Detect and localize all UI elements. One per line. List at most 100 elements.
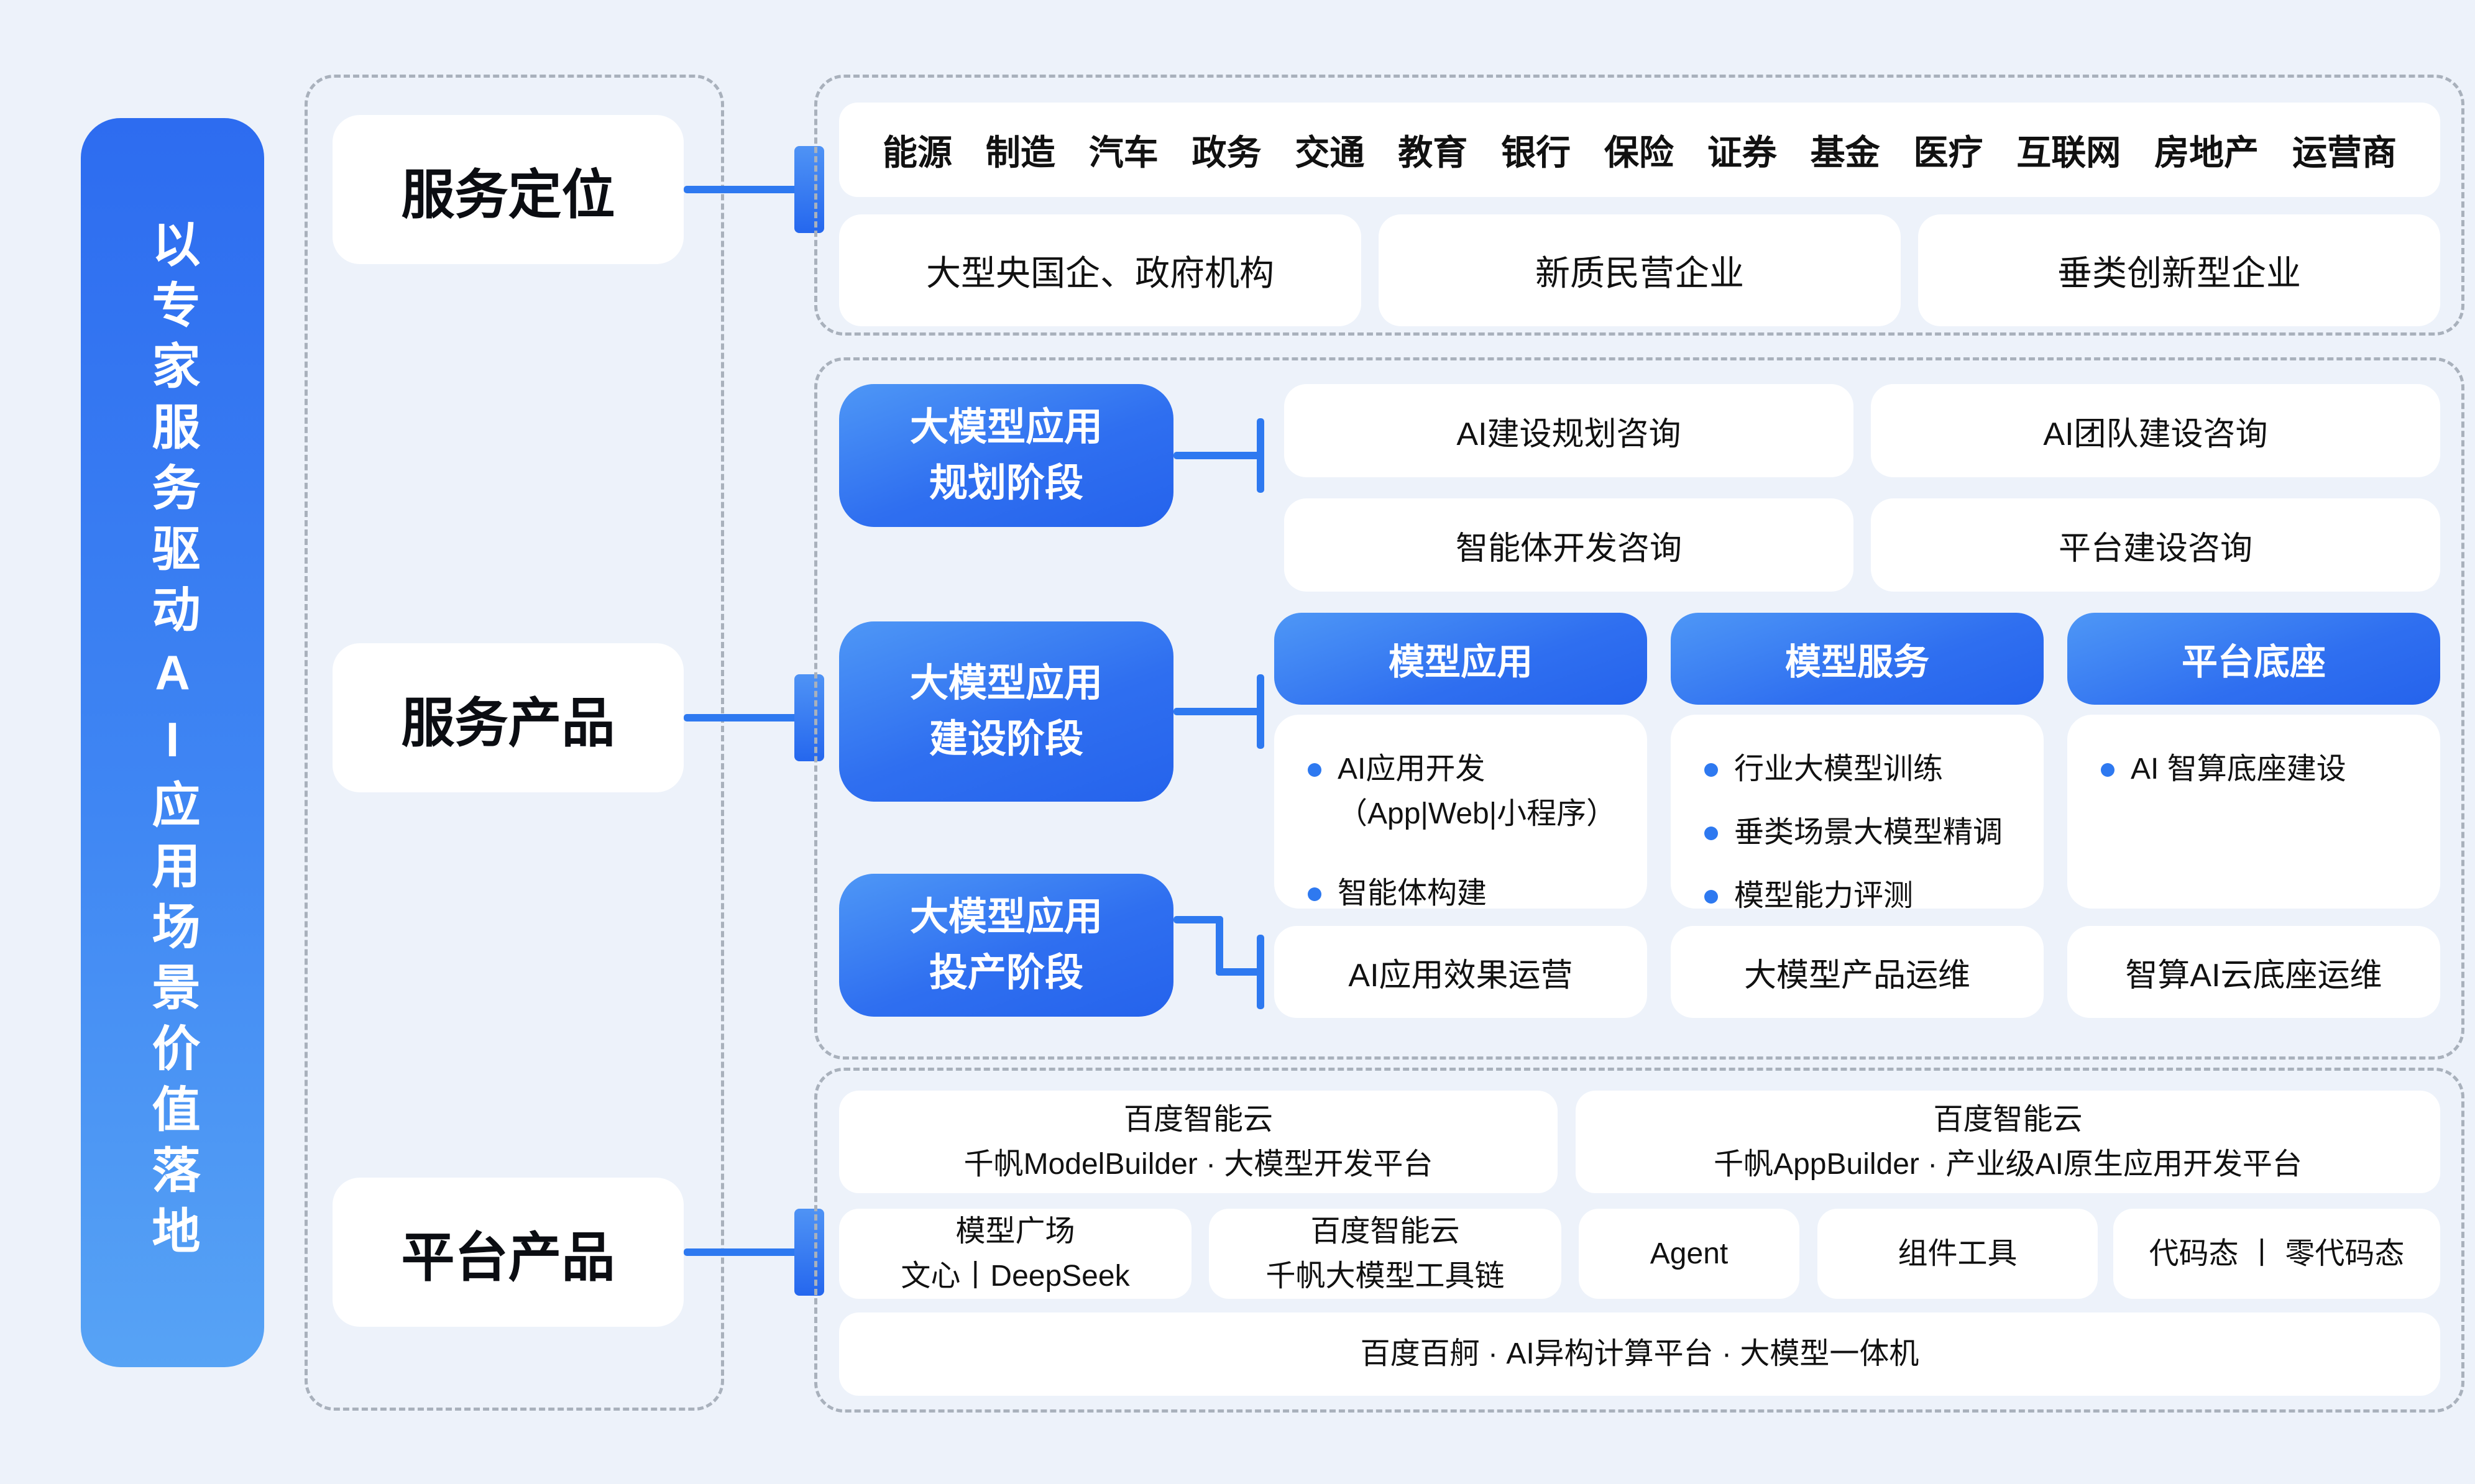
bullet-item: AI应用开发 （App|Web|小程序） [1308, 747, 1620, 836]
industry-item: 教育 [1398, 132, 1468, 172]
connector-line-platform [684, 1248, 799, 1256]
customer-box: 垂类创新型企业 [1918, 214, 2440, 326]
stage-planning-box: 大模型应用 规划阶段 [839, 384, 1173, 527]
stage-build-title: 大模型应用 建设阶段 [909, 662, 1103, 761]
industry-item: 能源 [883, 132, 952, 172]
stage-production-connector-h1 [1173, 916, 1223, 923]
stage-planning-title: 大模型应用 规划阶段 [909, 406, 1103, 505]
customer-box-text: 新质民营企业 [1535, 253, 1744, 293]
platform-card-text: 组件工具 [1898, 1237, 2018, 1270]
label-platform-products: 平台产品 [333, 1178, 684, 1327]
platform-card-text: Agent [1650, 1237, 1729, 1270]
ops-box: AI应用效果运营 [1274, 926, 1647, 1018]
customer-box-text: 垂类创新型企业 [2057, 253, 2301, 293]
platform-card-modelbuilder: 百度智能云 千帆ModelBuilder · 大模型开发平台 [839, 1091, 1558, 1193]
service-products-panel [814, 357, 2464, 1060]
bullet-item: 垂类场景大模型精调 [1704, 810, 2016, 855]
bullet-item: AI 智算底座建设 [2101, 747, 2413, 792]
row-labels-panel [305, 75, 724, 1411]
platform-card-components: 组件工具 [1817, 1209, 2098, 1299]
industry-item: 房地产 [2154, 132, 2259, 172]
bullet-text: AI 智算底座建设 [2131, 753, 2346, 786]
platform-card-text: 百度智能云 千帆大模型工具链 [1265, 1214, 1505, 1293]
connector-line-positioning [684, 186, 799, 193]
industry-item: 医疗 [1913, 132, 1983, 172]
industry-item: 保险 [1604, 132, 1674, 172]
bullet-text: 行业大模型训练 [1734, 753, 1944, 786]
consult-box: AI团队建设咨询 [1871, 384, 2440, 477]
consult-box: AI建设规划咨询 [1284, 384, 1853, 477]
consult-box-text: 平台建设咨询 [2058, 530, 2252, 567]
bullet-text: 模型能力评测 [1734, 879, 1914, 912]
platform-card-text: 模型广场 文心丨DeepSeek [901, 1214, 1130, 1293]
service-positioning-panel [814, 75, 2464, 336]
ops-box: 智算AI云底座运维 [2067, 926, 2440, 1018]
platform-card-agent: Agent [1579, 1209, 1799, 1299]
consult-box: 平台建设咨询 [1871, 498, 2440, 592]
industry-item: 证券 [1707, 132, 1777, 172]
stage-build-connector-tbar [1257, 674, 1264, 749]
consult-box-text: AI建设规划咨询 [1456, 416, 1681, 452]
label-service-positioning-text: 服务定位 [401, 165, 615, 225]
bullet-item: 行业大模型训练 [1704, 747, 2016, 792]
stage-production-connector-h2 [1216, 968, 1262, 976]
consult-box-text: AI团队建设咨询 [2043, 416, 2268, 452]
value-banner: 以专家服务驱动AI应用场景价值落地 [81, 118, 264, 1367]
connector-cap-platform [794, 1209, 824, 1296]
platform-products-panel [814, 1068, 2464, 1413]
connector-line-products [684, 714, 799, 721]
bullet-dot-icon [1308, 763, 1321, 777]
customer-box: 新质民营企业 [1379, 214, 1901, 326]
value-banner-text: 以专家服务驱动AI应用场景价值落地 [145, 219, 200, 1266]
stage-build-connector-line [1173, 708, 1260, 715]
platform-card-text: 百度智能云 千帆ModelBuilder · 大模型开发平台 [963, 1102, 1433, 1181]
column-header-platform-base: 平台底座 [2067, 613, 2440, 705]
connector-cap-products [794, 674, 824, 761]
industry-item: 互联网 [2016, 132, 2121, 172]
industry-item: 制造 [985, 132, 1055, 172]
column-body-model-app: AI应用开发 （App|Web|小程序） 智能体构建 [1274, 715, 1647, 910]
platform-card-toolchain: 百度智能云 千帆大模型工具链 [1209, 1209, 1561, 1299]
column-header-model-app: 模型应用 [1274, 613, 1647, 705]
stage-planning-connector-line [1173, 452, 1260, 459]
platform-card-code-modes: 代码态 丨 零代码态 [2113, 1209, 2440, 1299]
stage-production-connector-v [1216, 916, 1223, 976]
bullet-dot-icon [1704, 763, 1718, 777]
column-body-model-service: 行业大模型训练 垂类场景大模型精调 模型能力评测 [1671, 715, 2044, 912]
consult-box: 智能体开发咨询 [1284, 498, 1853, 592]
stage-planning-connector-tbar [1257, 418, 1264, 493]
consult-box-text: 智能体开发咨询 [1455, 530, 1682, 567]
platform-card-baige: 百度百舸 · AI异构计算平台 · 大模型一体机 [839, 1312, 2440, 1396]
bullet-text: 垂类场景大模型精调 [1734, 816, 2003, 849]
stage-production-title: 大模型应用 投产阶段 [909, 895, 1103, 994]
bullet-item: 智能体构建 [1308, 871, 1620, 916]
column-header-text: 模型服务 [1784, 642, 1929, 682]
platform-card-model-plaza: 模型广场 文心丨DeepSeek [839, 1209, 1192, 1299]
customer-box-text: 大型央国企、政府机构 [926, 253, 1274, 293]
ops-box-text: 大模型产品运维 [1743, 957, 1970, 994]
label-service-products: 服务产品 [333, 643, 684, 792]
industry-item: 交通 [1295, 132, 1365, 172]
platform-card-text: 代码态 丨 零代码态 [2149, 1237, 2405, 1270]
bullet-dot-icon [1308, 887, 1321, 901]
industry-item: 运营商 [2292, 132, 2397, 172]
bullet-dot-icon [1704, 827, 1718, 840]
ops-box: 大模型产品运维 [1671, 926, 2044, 1018]
platform-card-text: 百度智能云 千帆AppBuilder · 产业级AI原生应用开发平台 [1714, 1102, 2302, 1181]
bullet-text: 智能体构建 [1338, 877, 1487, 910]
ops-box-text: AI应用效果运营 [1348, 957, 1573, 994]
bullet-dot-icon [2101, 763, 2115, 777]
bullet-dot-icon [1704, 890, 1718, 904]
bullet-item: 模型能力评测 [1704, 874, 2016, 918]
label-service-positioning: 服务定位 [333, 115, 684, 264]
column-body-platform-base: AI 智算底座建设 [2067, 715, 2440, 909]
column-header-text: 模型应用 [1388, 642, 1533, 682]
industry-item: 基金 [1810, 132, 1880, 172]
label-service-products-text: 服务产品 [401, 693, 615, 753]
customer-box: 大型央国企、政府机构 [839, 214, 1361, 326]
platform-card-appbuilder: 百度智能云 千帆AppBuilder · 产业级AI原生应用开发平台 [1576, 1091, 2440, 1193]
industry-item: 汽车 [1088, 132, 1159, 172]
stage-production-connector-tbar [1257, 935, 1264, 1009]
industry-item: 银行 [1501, 132, 1571, 172]
connector-cap-positioning [794, 146, 824, 233]
